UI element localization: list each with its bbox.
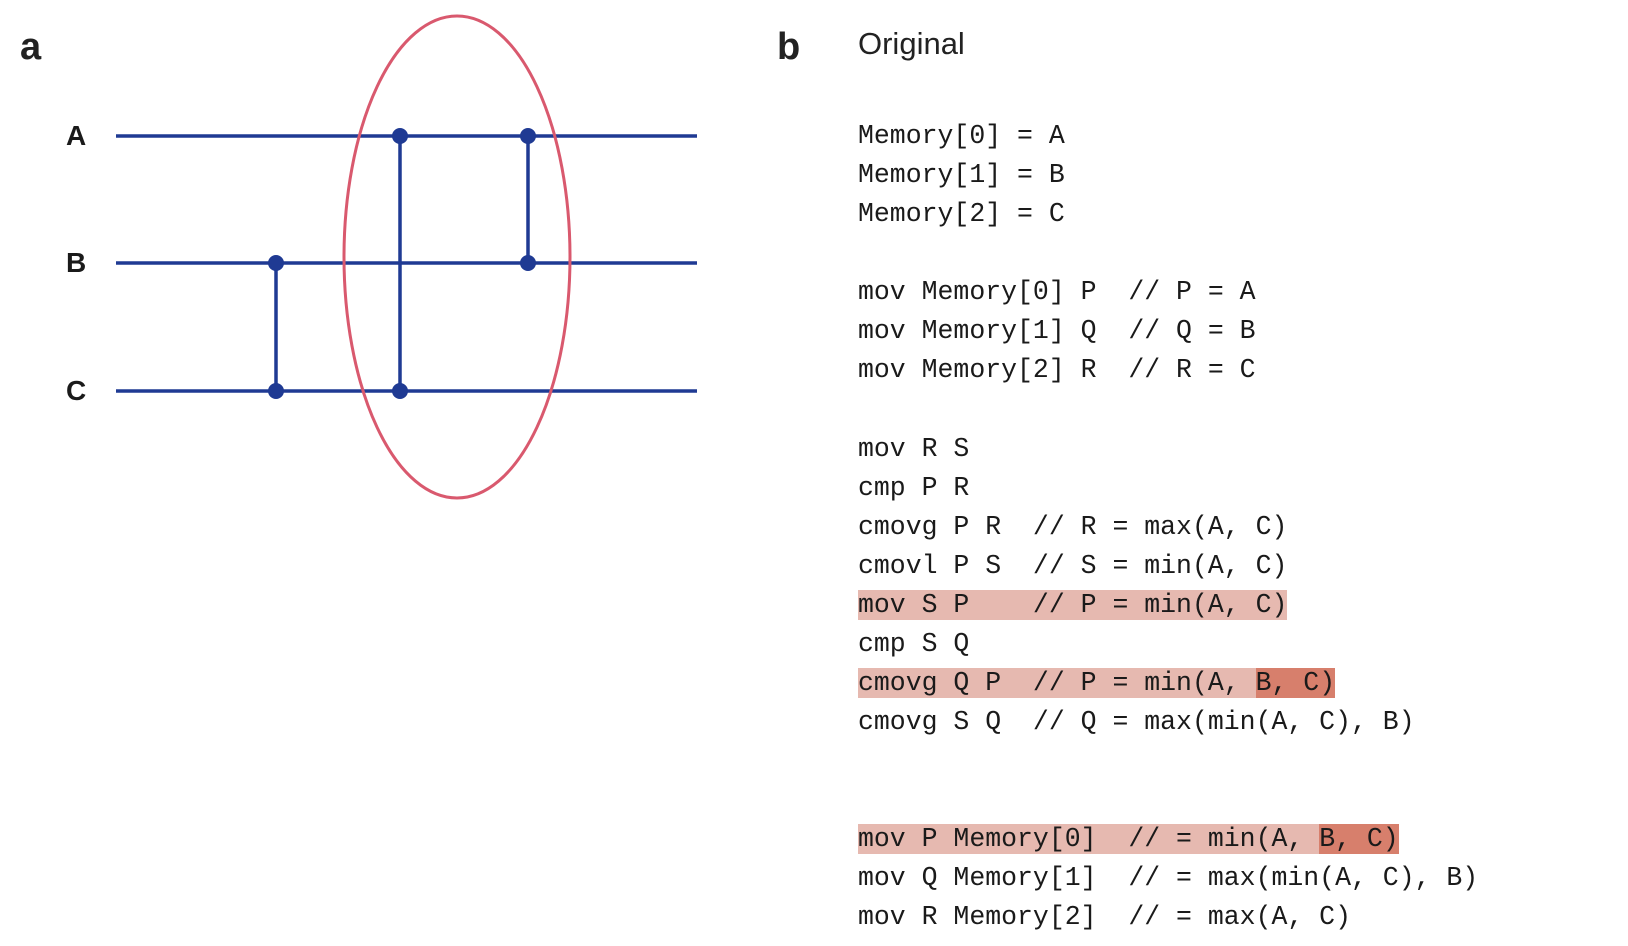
code-line: cmovl P S // S = min(A, C) xyxy=(858,547,1287,585)
gate-b-c-dot-2 xyxy=(268,383,284,399)
gate-a-c-dot-2 xyxy=(392,383,408,399)
code-line: cmp P R xyxy=(858,469,969,507)
gate-a-b-dot-2 xyxy=(520,255,536,271)
gate-b-c xyxy=(268,255,284,399)
code-line: cmovg P R // R = max(A, C) xyxy=(858,508,1287,546)
code-segment: cmovl P S // S = min(A, C) xyxy=(858,551,1288,581)
code-segment: mov Memory[1] Q // Q = B xyxy=(858,316,1256,346)
code-segment: Memory[1] = B xyxy=(858,160,1065,190)
code-segment: cmp S Q xyxy=(858,629,970,659)
code-segment: mov Memory[2] R // R = C xyxy=(858,355,1256,385)
code-segment: Memory[0] = A xyxy=(858,121,1065,151)
gate-a-b-dot-1 xyxy=(520,128,536,144)
code-segment: cmovg P R // R = max(A, C) xyxy=(858,512,1288,542)
highlighted-code-segment: B, C) xyxy=(1319,824,1399,854)
highlighted-code-segment: mov P Memory[0] // = min(A, xyxy=(858,824,1320,854)
highlighted-code-segment: B, C) xyxy=(1255,668,1336,698)
gate-a-c-dot-1 xyxy=(392,128,408,144)
code-line: cmp S Q xyxy=(858,625,969,663)
code-line: mov S P // P = min(A, C) xyxy=(858,586,1288,624)
code-title: Original xyxy=(858,26,965,61)
code-segment: mov Memory[0] P // P = A xyxy=(858,277,1256,307)
code-segment: mov R S xyxy=(858,434,970,464)
wire-label-b: B xyxy=(66,247,86,278)
code-line: Memory[1] = B xyxy=(858,156,1065,194)
code-line: cmovg Q P // P = min(A, B, C) xyxy=(858,664,1336,702)
code-segment: Memory[2] = C xyxy=(858,199,1065,229)
code-segment: mov Q Memory[1] // = max(min(A, C), B) xyxy=(858,863,1479,893)
code-segment: mov R Memory[2] // = max(A, C) xyxy=(858,902,1351,932)
code-line: mov Memory[0] P // P = A xyxy=(858,273,1256,311)
assembly-code-listing: Memory[0] = A Memory[1] = B Memory[2] = C m… xyxy=(858,0,1618,946)
code-line: Memory[2] = C xyxy=(858,195,1065,233)
code-line: mov Q Memory[1] // = max(min(A, C), B) xyxy=(858,859,1478,897)
highlighted-code-segment: cmovg Q P // P = min(A, xyxy=(858,668,1256,698)
gate-b-c-dot-1 xyxy=(268,255,284,271)
highlighted-code-segment: mov S P // P = min(A, C) xyxy=(858,590,1288,620)
code-segment: cmp P R xyxy=(858,473,970,503)
wire-label-c: C xyxy=(66,375,86,406)
code-line: mov R Memory[2] // = max(A, C) xyxy=(858,898,1351,936)
highlight-ellipse xyxy=(342,14,572,500)
panel-a-label: a xyxy=(20,26,42,68)
code-line: mov Memory[2] R // R = C xyxy=(858,351,1256,389)
wire-label-a: A xyxy=(66,120,86,151)
code-line: mov R S xyxy=(858,430,969,468)
sorting-network-diagram: A B C xyxy=(66,14,697,500)
code-line: cmovg S Q // Q = max(min(A, C), B) xyxy=(858,703,1415,741)
code-line: Memory[0] = A xyxy=(858,117,1065,155)
code-line: mov Memory[1] Q // Q = B xyxy=(858,312,1256,350)
panel-b-label: b xyxy=(777,26,801,68)
code-line: mov P Memory[0] // = min(A, B, C) xyxy=(858,820,1399,858)
gate-a-b xyxy=(520,128,536,271)
code-segment: cmovg S Q // Q = max(min(A, C), B) xyxy=(858,707,1415,737)
gate-a-c xyxy=(392,128,408,399)
